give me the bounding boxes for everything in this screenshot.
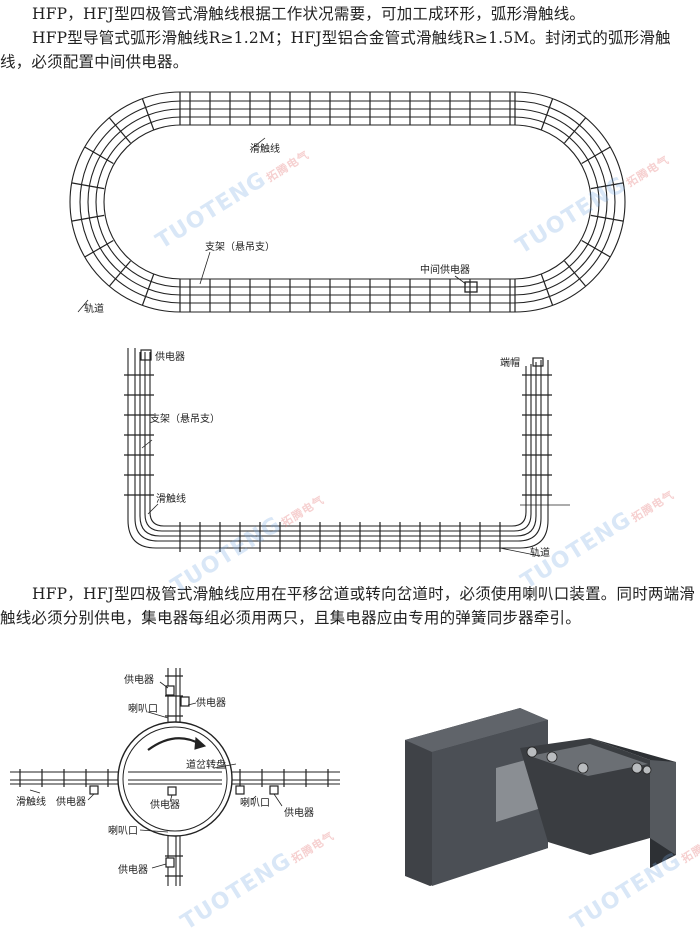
label-support-2: 支架（悬吊支） xyxy=(150,413,220,425)
paragraph-ring-arc: HFP，HFJ型四极管式滑触线根据工作状况需要，可加工成环形，弧形滑触线。 xyxy=(32,5,586,23)
oval-track-diagram: 滑触线 支架（悬吊支） 中间供电器 轨道 供电器 支架（悬吊支） 滑触线 端帽 … xyxy=(10,91,676,886)
mid-feeder-box xyxy=(464,281,478,293)
rail-tie xyxy=(71,182,105,190)
label-track-2: 轨道 xyxy=(530,546,550,559)
label-support: 支架（悬吊支） xyxy=(205,241,275,253)
rail-tie xyxy=(564,260,587,287)
rail-tie xyxy=(540,98,554,130)
rail-tie xyxy=(564,117,587,144)
rail-tie xyxy=(540,274,554,306)
paragraph-radius-spec: HFP型导管式弧形滑触线R≥1.2M；HFJ型铝合金管式滑触线R≥1.5M。封闭… xyxy=(0,29,671,71)
rail-tie xyxy=(71,214,105,222)
label-feeder-center: 供电器 xyxy=(150,798,180,811)
rail-tie xyxy=(108,117,131,144)
feeder-box xyxy=(140,349,152,361)
paragraph-switch-requirements: HFP，HFJ型四极管式滑触线应用在平移岔道或转向岔道时，必须使用喇叭口装置。同… xyxy=(0,585,695,627)
rail-tie xyxy=(141,98,155,130)
rail-tie xyxy=(84,239,114,258)
label-feeder-a: 供电器 xyxy=(124,673,154,686)
rail-tie xyxy=(581,146,611,165)
label-line-2: 滑触线 xyxy=(156,492,186,505)
rail-tie xyxy=(590,182,624,190)
label-horn-top: 喇叭口 xyxy=(128,703,158,715)
rail-tie xyxy=(84,146,114,165)
label-line-3: 滑触线 xyxy=(16,795,46,808)
label-end-cap: 端帽 xyxy=(500,356,520,369)
label-feeder-e: 供电器 xyxy=(118,863,148,876)
label-track: 轨道 xyxy=(84,302,104,315)
label-feeder-b: 供电器 xyxy=(196,696,226,709)
label-horn-bottom: 喇叭口 xyxy=(108,825,138,837)
rail-tie xyxy=(581,239,611,258)
label-feeder-c: 供电器 xyxy=(56,795,86,808)
label-turntable: 道岔转盘 xyxy=(186,758,226,771)
rail-tie xyxy=(590,214,624,222)
label-feeder-d: 供电器 xyxy=(284,806,314,819)
rail-tie xyxy=(141,274,155,306)
label-mid-feeder: 中间供电器 xyxy=(420,263,470,276)
rail-tie xyxy=(108,260,131,287)
label-horn-right: 喇叭口 xyxy=(240,797,270,809)
label-feeder: 供电器 xyxy=(155,350,185,363)
u-track-diagram xyxy=(127,348,549,549)
turntable-diagram xyxy=(10,668,340,886)
end-cap-box xyxy=(532,357,544,367)
label-line: 滑触线 xyxy=(250,142,280,155)
horn-device-photo xyxy=(405,708,676,886)
